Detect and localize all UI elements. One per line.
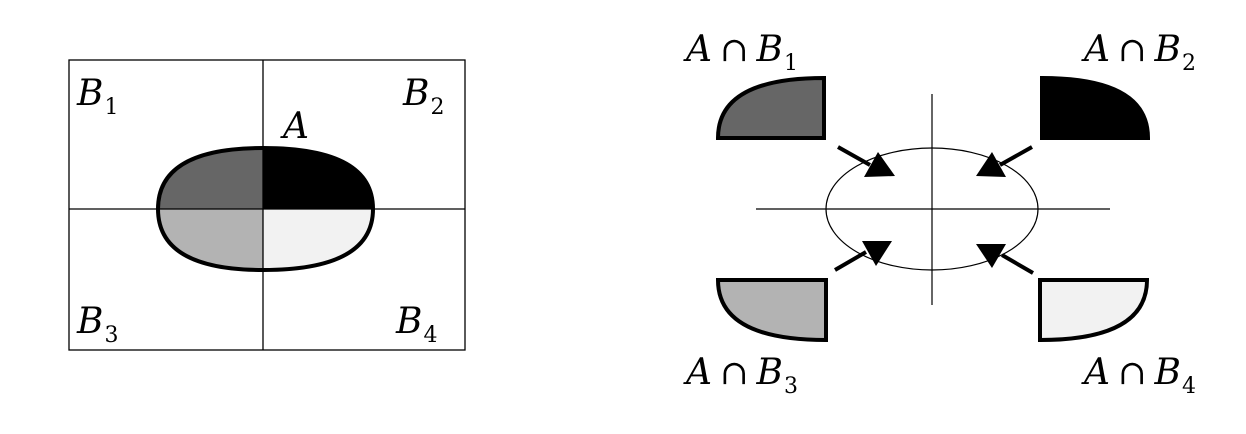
- region-a-b3: [158, 209, 263, 270]
- label-a-cap-b1: A∩B1: [683, 29, 798, 76]
- piece-a-b2: [1040, 75, 1151, 140]
- region-b4-label: B4: [395, 301, 437, 348]
- left-diagram: A B1 B2 B3 B4: [68, 59, 466, 351]
- region-a-b1: [158, 148, 263, 209]
- label-a-cap-b2: A∩B2: [1081, 29, 1196, 76]
- region-b2-label: B2: [402, 73, 444, 120]
- piece-a-b1: [715, 75, 826, 140]
- arrow-b1-to-center: [837, 145, 895, 177]
- arrow-b3-to-center: [833, 241, 892, 272]
- piece-a-b3: [715, 278, 828, 343]
- center-ellipse: [825, 147, 1039, 271]
- right-diagram: A∩B1 A∩B2 A∩B3 A∩B4: [683, 29, 1196, 399]
- piece-a-b4: [1038, 278, 1150, 343]
- label-a-cap-b4: A∩B4: [1081, 352, 1196, 399]
- region-b3-label: B3: [76, 301, 118, 348]
- sample-space-border: [68, 59, 466, 351]
- region-a-b4: [263, 209, 373, 270]
- region-a-b2: [263, 148, 373, 209]
- region-b1-label: B1: [76, 73, 118, 120]
- arrow-b4-to-center: [976, 244, 1035, 275]
- set-a-label: A: [280, 106, 309, 147]
- arrow-b2-to-center: [976, 145, 1033, 177]
- label-a-cap-b3: A∩B3: [683, 352, 798, 399]
